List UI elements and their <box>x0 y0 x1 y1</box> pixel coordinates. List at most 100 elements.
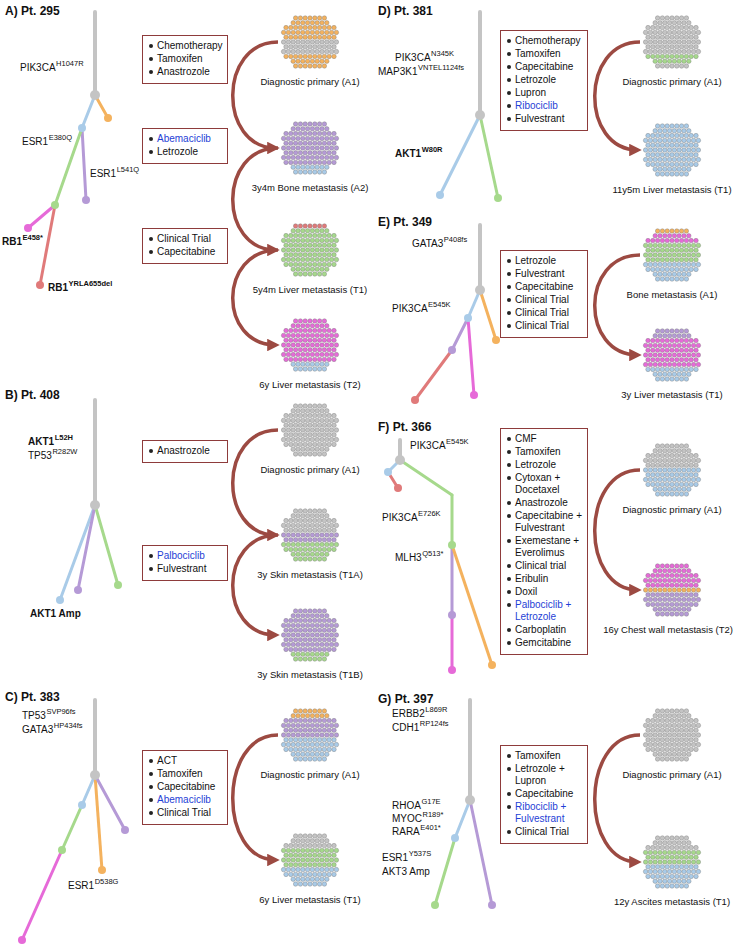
clone-cell <box>317 738 322 743</box>
clone-cell <box>327 618 332 623</box>
clone-cell <box>660 162 665 167</box>
tree-node-dot <box>488 661 496 669</box>
clone-cell <box>298 452 303 457</box>
clone-cell <box>313 122 318 127</box>
clone-cell <box>296 752 301 757</box>
clone-cell <box>313 882 318 887</box>
clone-cell <box>317 618 322 623</box>
clone-cell <box>315 514 320 519</box>
clone-cell <box>298 243 303 248</box>
progression-arrow <box>595 42 640 150</box>
clone-cluster <box>640 323 704 387</box>
clone-cell <box>291 30 296 35</box>
clone-cell <box>658 138 663 143</box>
clone-cell <box>308 757 313 762</box>
clone-cell <box>308 728 313 733</box>
clone-cell <box>320 136 325 141</box>
clone-cell <box>653 477 658 482</box>
gene-label: AKT1 <box>395 148 421 160</box>
clone-cell <box>305 542 310 547</box>
clone-cell <box>672 487 677 492</box>
clone-cell <box>675 267 680 272</box>
clone-cell <box>322 25 327 30</box>
clone-cell <box>293 747 298 752</box>
clone-cell <box>298 338 303 343</box>
clone-cell <box>325 848 330 853</box>
treatment-text: Letrozole <box>515 255 556 266</box>
clone-cell <box>655 367 660 372</box>
clone-cell <box>653 353 658 358</box>
clone-cell <box>315 352 320 357</box>
clone-cell <box>293 638 298 643</box>
clone-cell <box>665 583 670 588</box>
clone-cell <box>660 25 665 30</box>
clone-cell <box>329 146 334 151</box>
clone-cell <box>313 738 318 743</box>
treatment-text: Clinical trial <box>515 560 566 571</box>
clone-cell <box>658 40 663 45</box>
clone-cell <box>653 243 658 248</box>
clone-cell <box>308 628 313 633</box>
variant-superscript: RP124fs <box>420 719 449 728</box>
clone-cell <box>658 59 663 64</box>
clone-cell <box>298 319 303 324</box>
clone-cell <box>298 413 303 418</box>
clone-cell <box>334 136 339 141</box>
clone-cell <box>696 253 701 258</box>
clone-cell <box>320 733 325 738</box>
clone-cell <box>289 35 294 40</box>
clone-cell <box>658 449 663 454</box>
sample-caption: 6y Liver metastasis (T1) <box>259 894 360 906</box>
clone-cell <box>303 528 308 533</box>
clone-cell <box>332 54 337 59</box>
variant-superscript: R282W <box>52 447 77 456</box>
treatment-text: Ribociclib <box>515 100 558 111</box>
clone-cluster <box>640 438 704 502</box>
clone-cell <box>298 647 303 652</box>
treatment-item: Clinical Trial <box>504 294 584 306</box>
clone-cell <box>327 518 332 523</box>
clone-cell <box>670 172 675 177</box>
clone-cell <box>289 45 294 50</box>
clone-cell <box>332 528 337 533</box>
clone-cell <box>322 442 327 447</box>
clone-cell <box>317 509 322 514</box>
clone-cell <box>284 45 289 50</box>
clone-cell <box>310 533 315 538</box>
clone-cell <box>308 747 313 752</box>
clone-cell <box>310 267 315 272</box>
clone-cell <box>651 718 656 723</box>
clone-cell <box>317 253 322 257</box>
clone-cell <box>296 362 301 367</box>
gene-label: RHOA <box>392 800 421 812</box>
clone-cell <box>660 463 665 468</box>
clone-cell <box>320 848 325 853</box>
clone-cell <box>696 578 701 583</box>
clone-cell <box>329 858 334 863</box>
clone-cell <box>658 487 663 492</box>
clone-cell <box>281 418 286 423</box>
clone-cell <box>293 338 298 343</box>
progression-arrow <box>595 255 640 355</box>
clone-cell <box>301 248 306 253</box>
bullet <box>149 567 153 571</box>
clone-cell <box>670 267 675 272</box>
clone-cell <box>293 151 298 156</box>
clone-cell <box>691 148 696 153</box>
clone-cell <box>646 453 651 458</box>
clone-cell <box>696 597 701 602</box>
clone-cell <box>308 853 313 858</box>
clone-cell <box>653 157 658 162</box>
treatment-item: Clinical Trial <box>504 320 584 332</box>
variant-superscript: E545K <box>428 300 451 309</box>
clone-cell <box>289 253 294 257</box>
clone-cell <box>293 738 298 743</box>
clone-cell <box>298 348 303 353</box>
clone-cell <box>322 45 327 50</box>
clone-cell <box>303 423 308 428</box>
clone-cell <box>648 468 653 473</box>
clone-cell <box>667 129 672 134</box>
clone-cell <box>667 167 672 172</box>
clone-cell <box>663 578 668 583</box>
